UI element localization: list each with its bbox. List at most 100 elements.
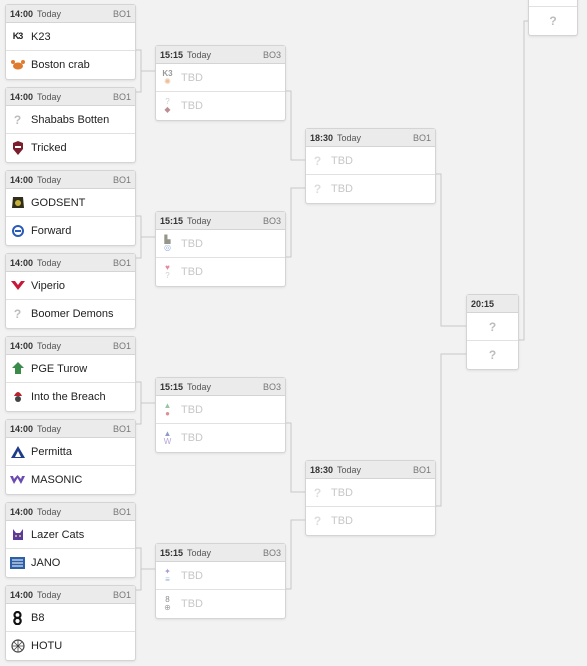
connector-r3-1 <box>436 353 467 507</box>
match-time: 14:00 <box>10 91 34 102</box>
team-slot[interactable]: Lazer Cats <box>6 521 135 549</box>
into-the-breach-logo-icon <box>10 389 25 405</box>
team-slot[interactable]: ? <box>467 313 518 341</box>
team-name: TBD <box>181 100 203 112</box>
match-final[interactable]: 20:15 ? ? <box>466 294 519 370</box>
match-format: BO1 <box>412 132 431 143</box>
team-slot[interactable]: Permitta <box>6 438 135 466</box>
team-slot[interactable]: GODSENT <box>6 189 135 217</box>
match-header: 18:30 Today BO1 <box>306 129 435 147</box>
match-day: Today <box>37 506 62 517</box>
match-format: BO3 <box>262 49 281 60</box>
team-slot[interactable]: ✦≡ TBD <box>156 562 285 590</box>
team-slot[interactable]: Viperio <box>6 272 135 300</box>
team-slot[interactable]: ? Boomer Demons <box>6 300 135 328</box>
team-slot[interactable]: ▲W TBD <box>156 424 285 452</box>
match-day: Today <box>337 132 362 143</box>
match-day: Today <box>37 423 62 434</box>
match-r1-7[interactable]: 14:00 Today BO1 Lazer Cats JANO <box>5 502 136 578</box>
team-slot[interactable]: PGE Turow <box>6 355 135 383</box>
team-slot[interactable]: 8⊕ TBD <box>156 590 285 618</box>
unknown-logo-icon: ? <box>488 348 497 362</box>
team-slot[interactable]: ? Shababs Botten <box>6 106 135 134</box>
match-header: 14:00 Today BO1 <box>6 586 135 604</box>
team-slot[interactable]: MASONIC <box>6 466 135 494</box>
match-header: 15:15 Today BO3 <box>156 212 285 230</box>
forward-logo-icon <box>10 223 25 239</box>
match-r2-3[interactable]: 15:15 Today BO3 ▲● TBD ▲W TBD <box>155 377 286 453</box>
team-slot[interactable]: ▙◎ TBD <box>156 230 285 258</box>
match-format: BO1 <box>412 464 431 475</box>
connector-r1-2 <box>136 215 142 259</box>
match-header: 15:15 Today BO3 <box>156 378 285 396</box>
team-slot[interactable]: K3 K23 <box>6 23 135 51</box>
match-r1-8[interactable]: 14:00 Today BO1 B8 HOTU <box>5 585 136 661</box>
team-slot[interactable]: HOTU <box>6 632 135 660</box>
team-slot[interactable]: ? TBD <box>306 175 435 203</box>
match-r2-2[interactable]: 15:15 Today BO3 ▙◎ TBD ♥? TBD <box>155 211 286 287</box>
team-name: TBD <box>181 237 203 250</box>
team-slot[interactable]: ? <box>529 0 577 7</box>
match-header: 15:15 Today BO3 <box>156 544 285 562</box>
team-slot[interactable]: Forward <box>6 217 135 245</box>
match-format: BO1 <box>112 589 131 600</box>
team-name: TBD <box>331 154 353 167</box>
team-slot[interactable]: ? TBD <box>306 147 435 175</box>
team-slot[interactable]: ? <box>467 341 518 369</box>
b8-logo-icon <box>10 610 25 626</box>
unknown-logo-icon: ? <box>313 485 322 500</box>
match-header: 14:00 Today BO1 <box>6 254 135 272</box>
team-slot[interactable]: B8 <box>6 604 135 632</box>
team-slot[interactable]: JANO <box>6 549 135 577</box>
team-name: TBD <box>181 403 203 416</box>
match-time: 14:00 <box>10 257 34 268</box>
match-time: 20:15 <box>471 298 495 309</box>
team-slot[interactable]: Into the Breach <box>6 383 135 411</box>
team-slot[interactable]: ? TBD <box>306 507 435 535</box>
match-r1-2[interactable]: 14:00 Today BO1 ? Shababs Botten Tricked <box>5 87 136 163</box>
match-r1-5[interactable]: 14:00 Today BO1 PGE Turow Into the Breac… <box>5 336 136 412</box>
team-name: TBD <box>181 569 203 582</box>
team-name: TBD <box>181 266 203 278</box>
team-name: TBD <box>181 432 203 444</box>
unknown-logo-icon: ? <box>549 14 557 28</box>
permitta-logo-icon <box>10 444 25 460</box>
match-r3-1[interactable]: 18:30 Today BO1 ? TBD ? TBD <box>305 128 436 204</box>
connector-right-0 <box>518 20 529 341</box>
team-name: HOTU <box>31 640 63 652</box>
team-slot[interactable]: ?◆ TBD <box>156 92 285 120</box>
team-name: Permitta <box>31 445 72 458</box>
team-slot[interactable]: ? <box>529 7 577 35</box>
match-r1-4[interactable]: 14:00 Today BO1 Viperio ? Boomer Demons <box>5 253 136 329</box>
match-day: Today <box>187 547 212 558</box>
match-right-partial[interactable]: ? ? <box>528 0 578 36</box>
match-time: 18:30 <box>310 464 334 475</box>
match-r2-1[interactable]: 15:15 Today BO3 K3✺ TBD ?◆ TBD <box>155 45 286 121</box>
match-format: BO1 <box>112 340 131 351</box>
match-r1-3[interactable]: 14:00 Today BO1 GODSENT Forward <box>5 170 136 246</box>
team-slot[interactable]: ▲● TBD <box>156 396 285 424</box>
team-slot[interactable]: ♥? TBD <box>156 258 285 286</box>
viperio-logo-icon <box>10 278 25 294</box>
team-name: TBD <box>331 486 353 499</box>
team-slot[interactable]: ? TBD <box>306 479 435 507</box>
team-name: JANO <box>31 557 61 569</box>
match-header: 14:00 Today BO1 <box>6 5 135 23</box>
match-format: BO3 <box>262 215 281 226</box>
team-slot[interactable]: Tricked <box>6 134 135 162</box>
match-r3-2[interactable]: 18:30 Today BO1 ? TBD ? TBD <box>305 460 436 536</box>
candidate-logos-icon: ?◆ <box>164 97 171 114</box>
unknown-logo-icon: ? <box>313 514 322 528</box>
team-slot[interactable]: K3✺ TBD <box>156 64 285 92</box>
match-header: 14:00 Today BO1 <box>6 88 135 106</box>
candidate-logos-icon: ▙◎ <box>164 234 171 252</box>
k23-logo-icon: K3 <box>12 31 24 41</box>
connector-r2-0 <box>286 90 306 161</box>
match-r1-6[interactable]: 14:00 Today BO1 Permitta MASONIC <box>5 419 136 495</box>
team-slot[interactable]: Boston crab <box>6 51 135 79</box>
godsent-logo-icon <box>10 195 25 211</box>
match-format: BO1 <box>112 506 131 517</box>
match-r1-1[interactable]: 14:00 Today BO1 K3 K23 Boston crab <box>5 4 136 80</box>
match-r2-4[interactable]: 15:15 Today BO3 ✦≡ TBD 8⊕ TBD <box>155 543 286 619</box>
